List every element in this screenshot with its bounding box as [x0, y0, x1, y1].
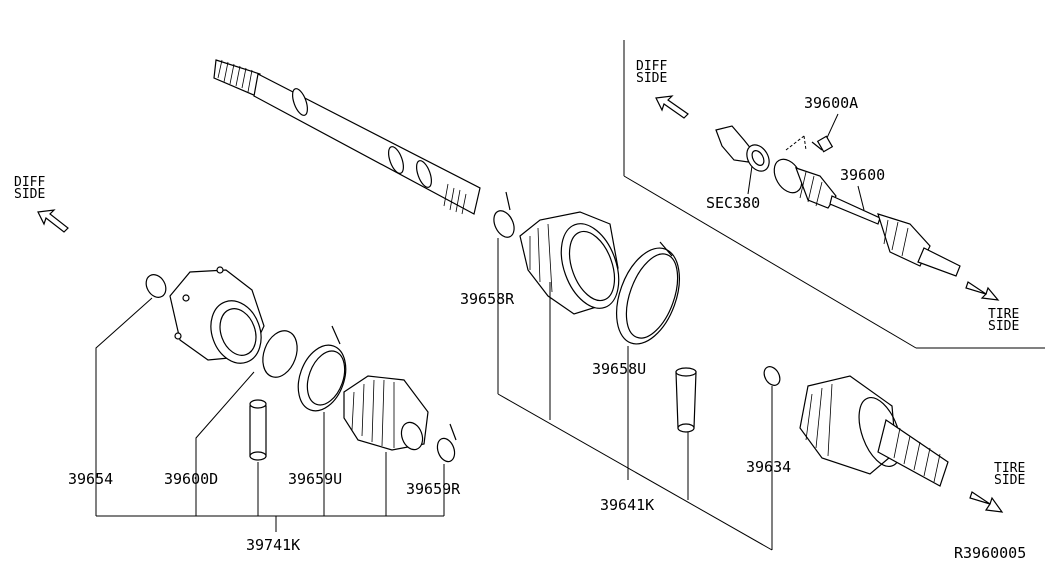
label-39600: 39600: [840, 166, 885, 184]
main-shaft: [213, 59, 481, 215]
clip-39659R: [436, 423, 457, 463]
svg-text:DIFF: DIFF: [14, 175, 45, 190]
svg-text:DIFF: DIFF: [636, 59, 667, 74]
clip-39654: [145, 274, 167, 298]
right-tire-arrow-icon: [969, 491, 1004, 513]
leader-lines: [95, 238, 773, 551]
label-SEC380: SEC380: [706, 194, 760, 212]
bolt-39600A: [811, 113, 839, 153]
inner-boot: [343, 375, 429, 451]
band-39658U: [616, 241, 680, 345]
grease-tube-left: [249, 399, 267, 461]
boot-39658R: [519, 211, 620, 315]
label-39659U: 39659U: [288, 470, 342, 488]
left-diff-arrow-icon: [37, 209, 69, 233]
diagram-id: R3960005: [954, 544, 1026, 562]
svg-text:SIDE: SIDE: [14, 187, 45, 202]
svg-text:SIDE: SIDE: [636, 71, 667, 86]
inset-diff-side-label: DIFF SIDE: [636, 59, 667, 86]
svg-text:SIDE: SIDE: [994, 473, 1025, 488]
svg-text:TIRE: TIRE: [994, 461, 1025, 476]
svg-text:SIDE: SIDE: [988, 319, 1019, 334]
clip-39658R: [493, 191, 515, 238]
sec380-leader: [747, 165, 753, 195]
inset-tire-side-label: TIRE SIDE: [988, 307, 1019, 334]
label-39654: 39654: [68, 470, 113, 488]
band-39659U: [297, 325, 347, 412]
grease-tube-right: [675, 367, 697, 433]
driveshaft-assembly-39600: [715, 125, 961, 277]
label-39641K: 39641K: [600, 496, 654, 514]
label-39634: 39634: [746, 458, 791, 476]
label-39600A: 39600A: [804, 94, 858, 112]
outer-cv-joint: [799, 375, 949, 487]
label-39658U: 39658U: [592, 360, 646, 378]
svg-text:TIRE: TIRE: [988, 307, 1019, 322]
label-39600D: 39600D: [164, 470, 218, 488]
inset-diff-arrow-icon: [655, 95, 689, 119]
inset-border: [623, 40, 1045, 349]
right-tire-side-label: TIRE SIDE: [994, 461, 1025, 488]
label-39659R: 39659R: [406, 480, 461, 498]
circlip-39600D: [262, 330, 298, 378]
inset-tire-arrow-icon: [965, 281, 1000, 301]
left-diff-side-label: DIFF SIDE: [14, 175, 45, 202]
label-39741K: 39741K: [246, 536, 300, 554]
label-39658R: 39658R: [460, 290, 515, 308]
inner-joint-housing: [169, 266, 265, 364]
snap-ring-39634: [763, 366, 781, 386]
